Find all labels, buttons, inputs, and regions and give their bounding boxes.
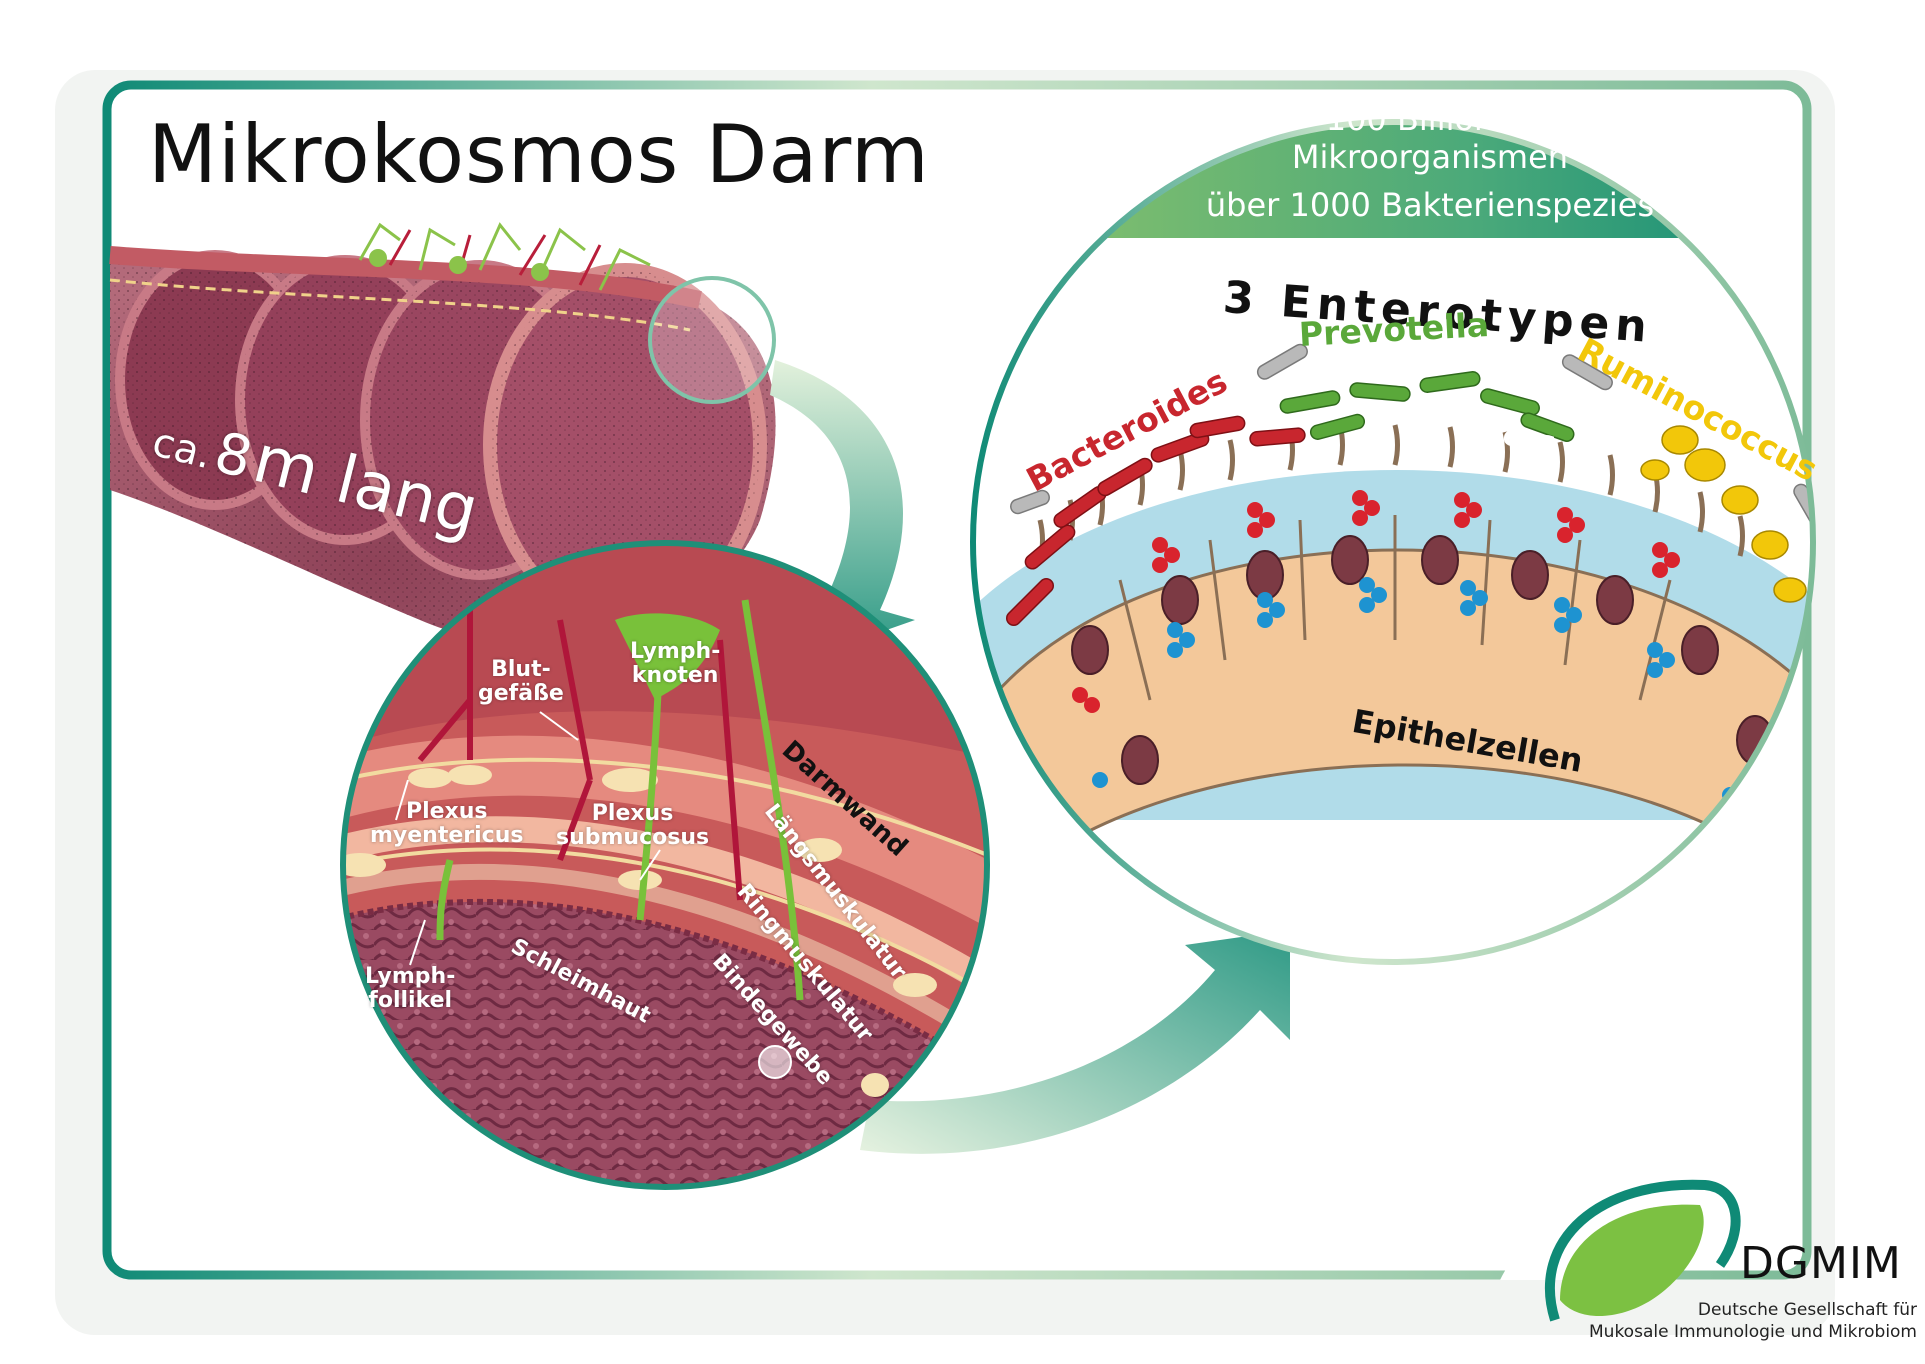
label-lymph-follicle-line2: follikel (368, 988, 453, 1013)
label-plexus-submucosus-line2: submucosus (556, 825, 710, 850)
label-lymph-follicle: Lymph- follikel (365, 965, 455, 1013)
label-lymph-follicle-line1: Lymph- (365, 964, 456, 989)
label-lymph-nodes: Lymph- knoten (630, 640, 720, 688)
logo-name: DGMIM (1740, 1238, 1902, 1289)
logo-subtitle-line1: Deutsche Gesellschaft für (1697, 1300, 1917, 1320)
colon-illustration (109, 222, 776, 644)
banner-line-1: 100 Billionen (1325, 100, 1535, 138)
arrow-zoom-2 (860, 930, 1290, 1154)
label-blood-vessels-line1: Blut- (491, 657, 551, 682)
arrow-zoom-1 (770, 360, 915, 650)
label-lymph-nodes-line1: Lymph- (630, 639, 721, 664)
label-blood-vessels: Blut- gefäße (478, 658, 564, 706)
dgmim-logo-mark (1500, 1179, 1741, 1322)
label-plexus-myentericus-line1: Plexus (405, 799, 488, 824)
label-plexus-myentericus-line2: myentericus (370, 823, 524, 848)
microbiome-circle (970, 119, 1816, 965)
label-plexus-myentericus: Plexus myentericus (370, 800, 523, 848)
label-plexus-submucosus-line1: Plexus (591, 801, 674, 826)
logo-subtitle-line2: Mukosale Immunologie und Mikrobiom (1589, 1322, 1917, 1342)
page-title: Mikrokosmos Darm (148, 108, 930, 201)
banner-line-2: Mikroorganismen (1291, 138, 1569, 176)
banner-line-3: über 1000 Bakterienspezies (1205, 186, 1655, 224)
label-plexus-submucosus: Plexus submucosus (556, 802, 709, 850)
label-lymph-nodes-line2: knoten (631, 663, 719, 688)
magnifier-ring (648, 276, 776, 404)
colon-length-prefix: ca. (147, 419, 217, 479)
label-blood-vessels-line2: gefäße (478, 681, 564, 706)
